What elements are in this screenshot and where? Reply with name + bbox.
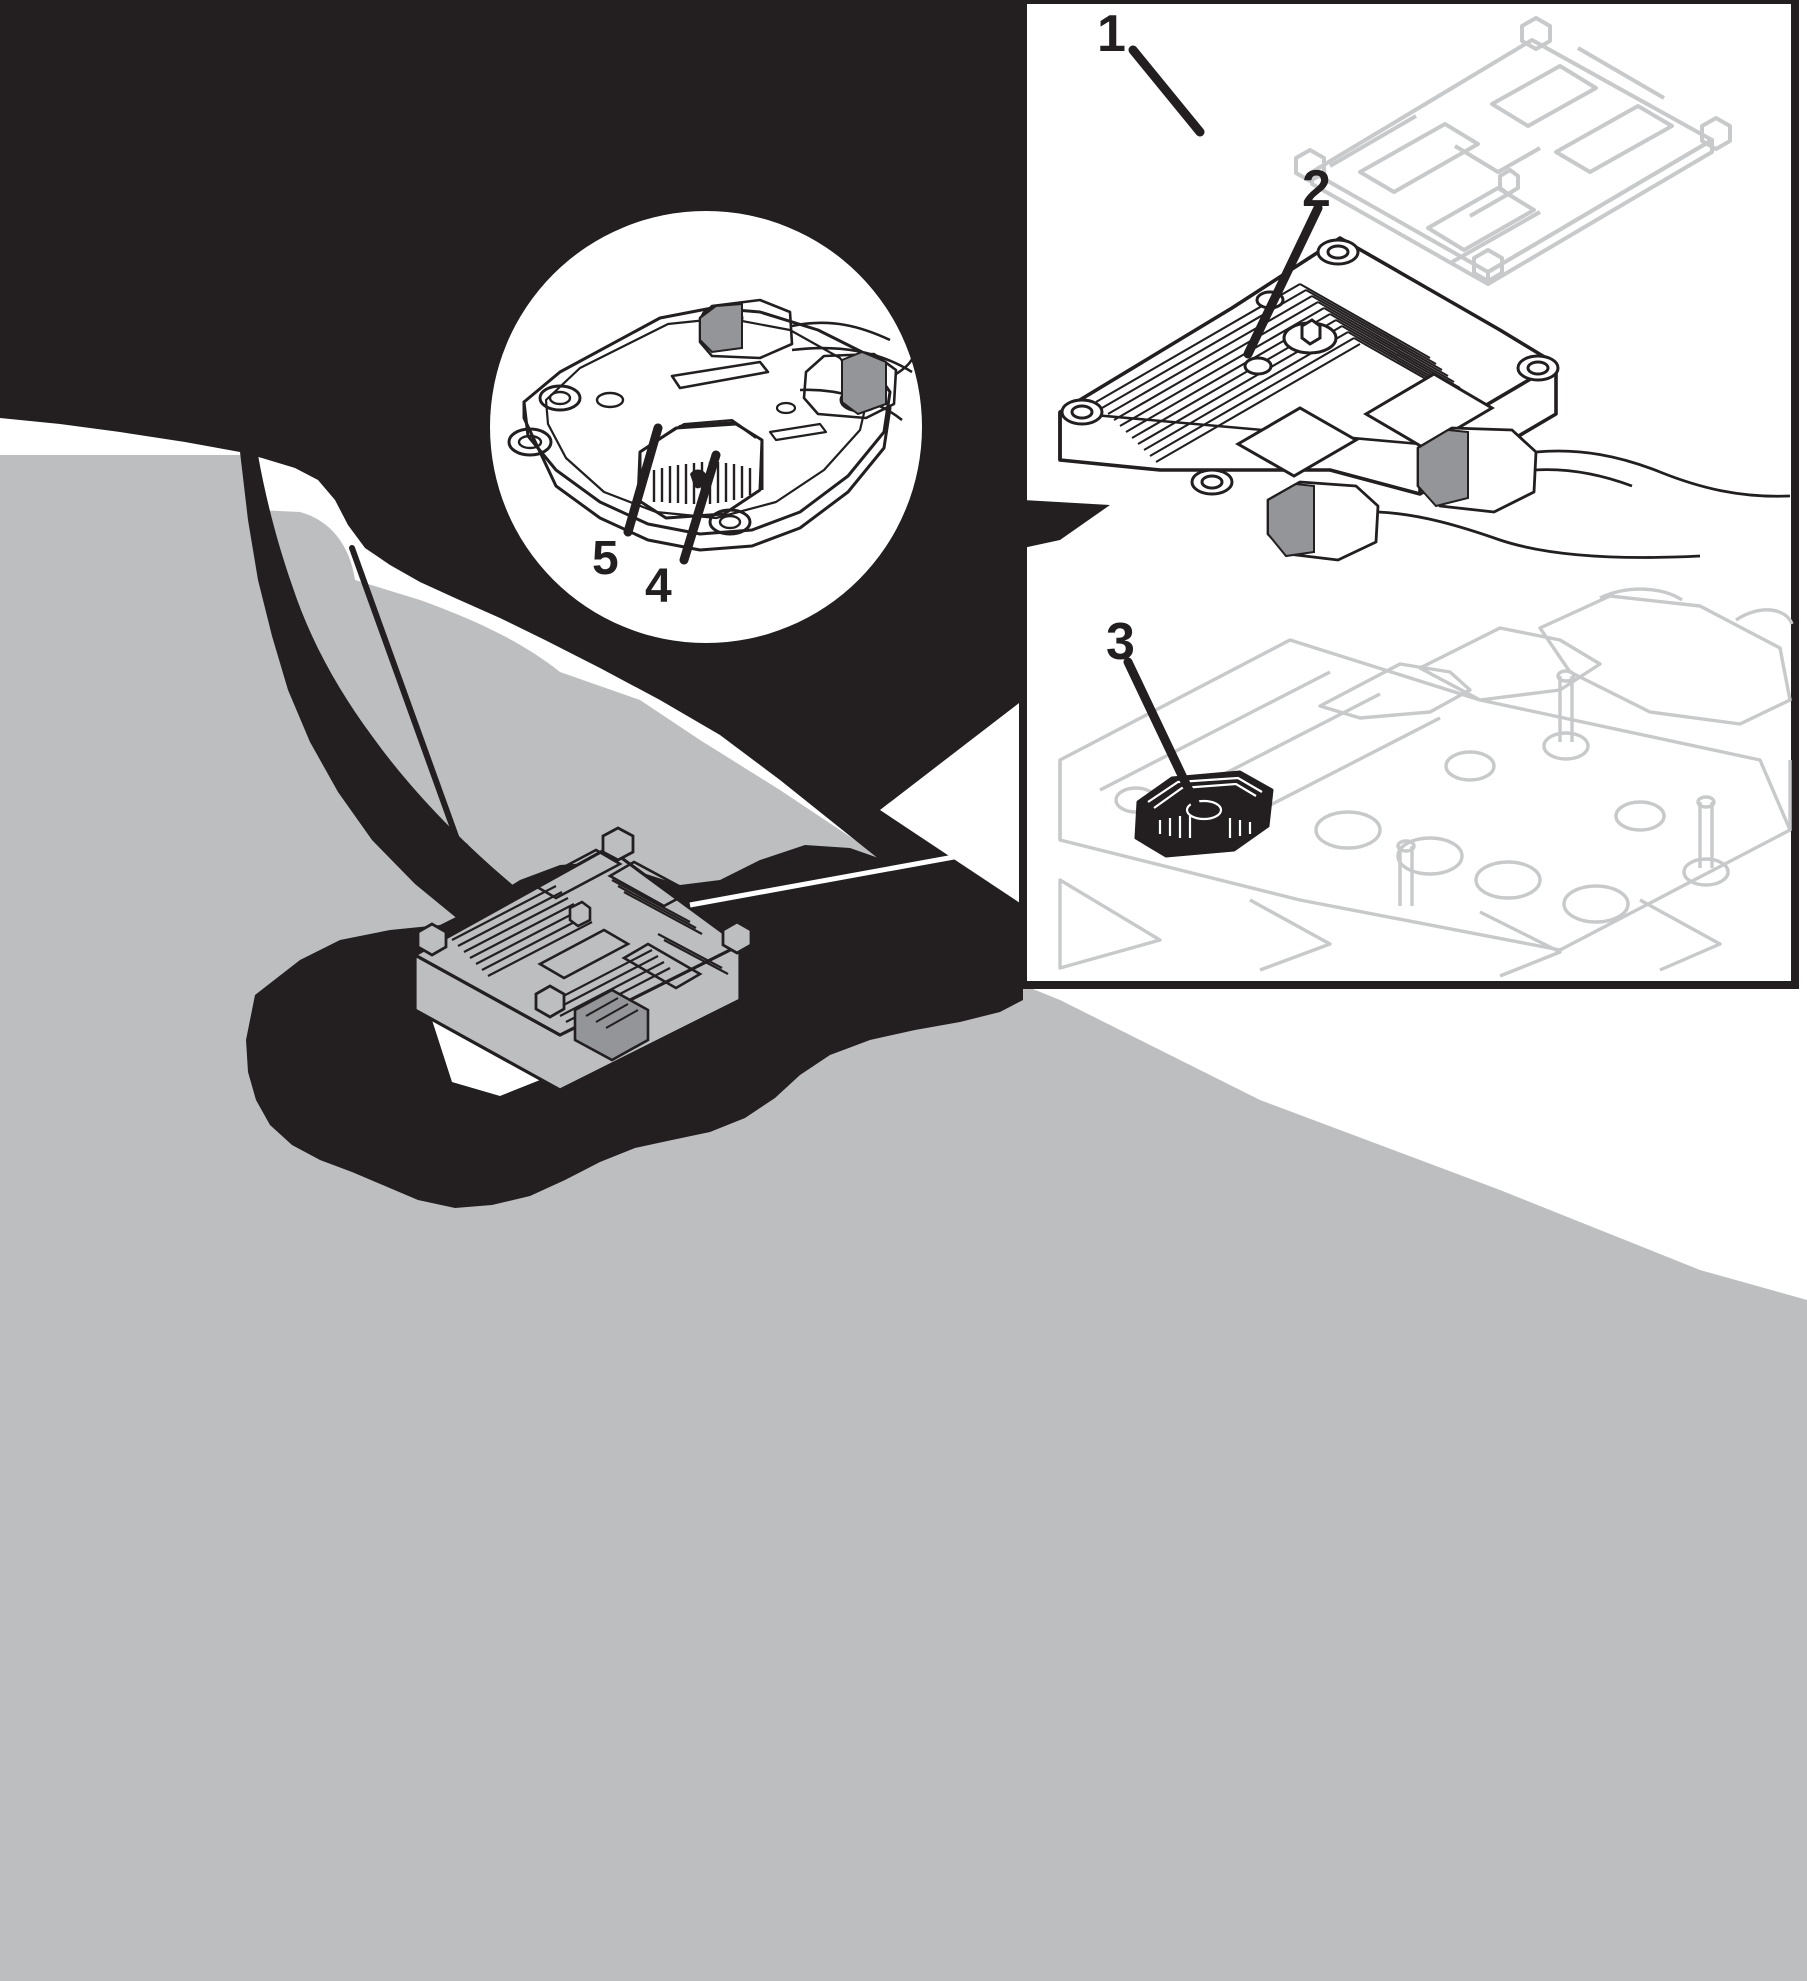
leader-2 xyxy=(1243,203,1323,359)
ecm-top-pads xyxy=(1234,290,1495,478)
ecm-bracket-cutouts xyxy=(529,848,703,990)
leader-1 xyxy=(1128,45,1205,137)
leader-5 xyxy=(623,423,663,537)
ecm-connector-shading xyxy=(1267,428,1469,558)
leader-3 xyxy=(1123,657,1201,810)
callout-2: 2 xyxy=(1302,160,1331,218)
leader-arrow-head xyxy=(452,840,468,856)
engine-block-ghost xyxy=(1058,587,1794,978)
callout-5: 5 xyxy=(592,532,619,585)
callout-1: 1 xyxy=(1097,5,1126,63)
pointer-triangle-lower xyxy=(880,700,1023,905)
ecm-harness-connectors xyxy=(1266,426,1791,562)
leader-to-inset xyxy=(349,545,461,845)
ecm-corner-nuts xyxy=(416,826,753,1019)
inset-shaded-connector xyxy=(699,302,887,416)
panel-divider-wedge xyxy=(1023,500,1110,548)
callout-3: 3 xyxy=(1106,613,1135,671)
ecm-mounting-eyes xyxy=(1060,238,1560,496)
ecm-gasket-detail xyxy=(1147,776,1263,838)
ecm-center-lug xyxy=(568,900,592,928)
main-ecm-harness-lines xyxy=(585,997,639,1029)
dark-field-taper xyxy=(240,452,700,1010)
ecm-connector-shroud xyxy=(636,419,764,520)
ecm-heatsink-fins xyxy=(1095,283,1485,463)
callout-4: 4 xyxy=(645,560,672,613)
ecm-mounting-bracket xyxy=(1294,16,1732,286)
ecm-connector-pins xyxy=(652,462,752,504)
leader-4 xyxy=(679,450,721,565)
ecm-fins xyxy=(451,879,729,1023)
leader-main-to-panel xyxy=(689,842,1021,908)
